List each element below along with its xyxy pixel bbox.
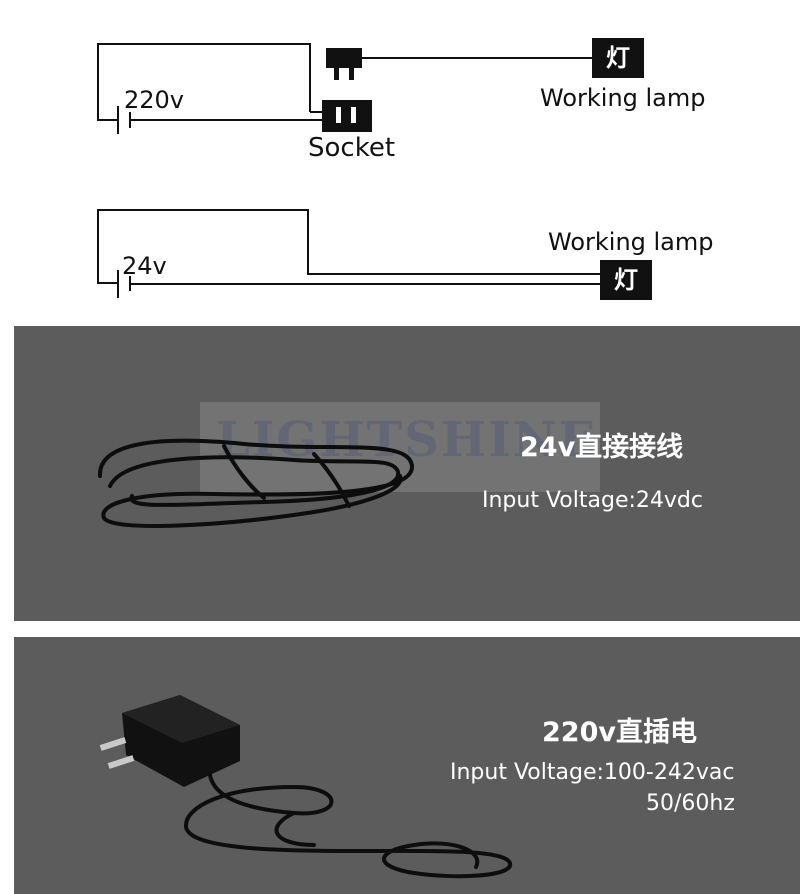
- wiring-diagram-24v: 24v Working lamp 灯: [0, 180, 800, 325]
- wiring-lines-220v: [97, 43, 598, 134]
- wire-loop-24v: [97, 209, 600, 284]
- socket-icon: [322, 100, 372, 132]
- input-voltage-220v: Input Voltage:100-242vac: [450, 760, 735, 785]
- coiled-cable-image: [97, 438, 415, 528]
- voltage-label-24v: 24v: [122, 252, 167, 280]
- socket-label: Socket: [308, 133, 396, 163]
- panel-title-24v: 24v直接接线: [520, 432, 684, 463]
- adapter-cable-image: [99, 695, 512, 879]
- frequency-label: 50/60hz: [646, 791, 735, 816]
- working-lamp-label-220v: Working lamp: [540, 84, 706, 112]
- wire-loop-220v: [97, 43, 311, 121]
- wiring-diagram-220v: 220v Socket 灯 Working lamp: [0, 0, 800, 180]
- panel-title-220v: 220v直插电: [542, 717, 697, 748]
- product-panel-24v: LIGHTSHINE 24v直接接线 Input Voltage:24vdc: [14, 326, 800, 621]
- wiring-lines-24v: [97, 209, 600, 298]
- adapter-icon: [99, 695, 240, 787]
- working-lamp-label-24v: Working lamp: [548, 228, 714, 256]
- lamp-icon-220v: 灯: [592, 38, 644, 78]
- plug-icon: [326, 48, 362, 80]
- product-panel-220v: 220v直插电 Input Voltage:100-242vac 50/60hz: [14, 637, 800, 894]
- input-voltage-24v: Input Voltage:24vdc: [482, 488, 703, 513]
- voltage-label-220v: 220v: [124, 86, 185, 114]
- lamp-icon-24v: 灯: [600, 260, 652, 300]
